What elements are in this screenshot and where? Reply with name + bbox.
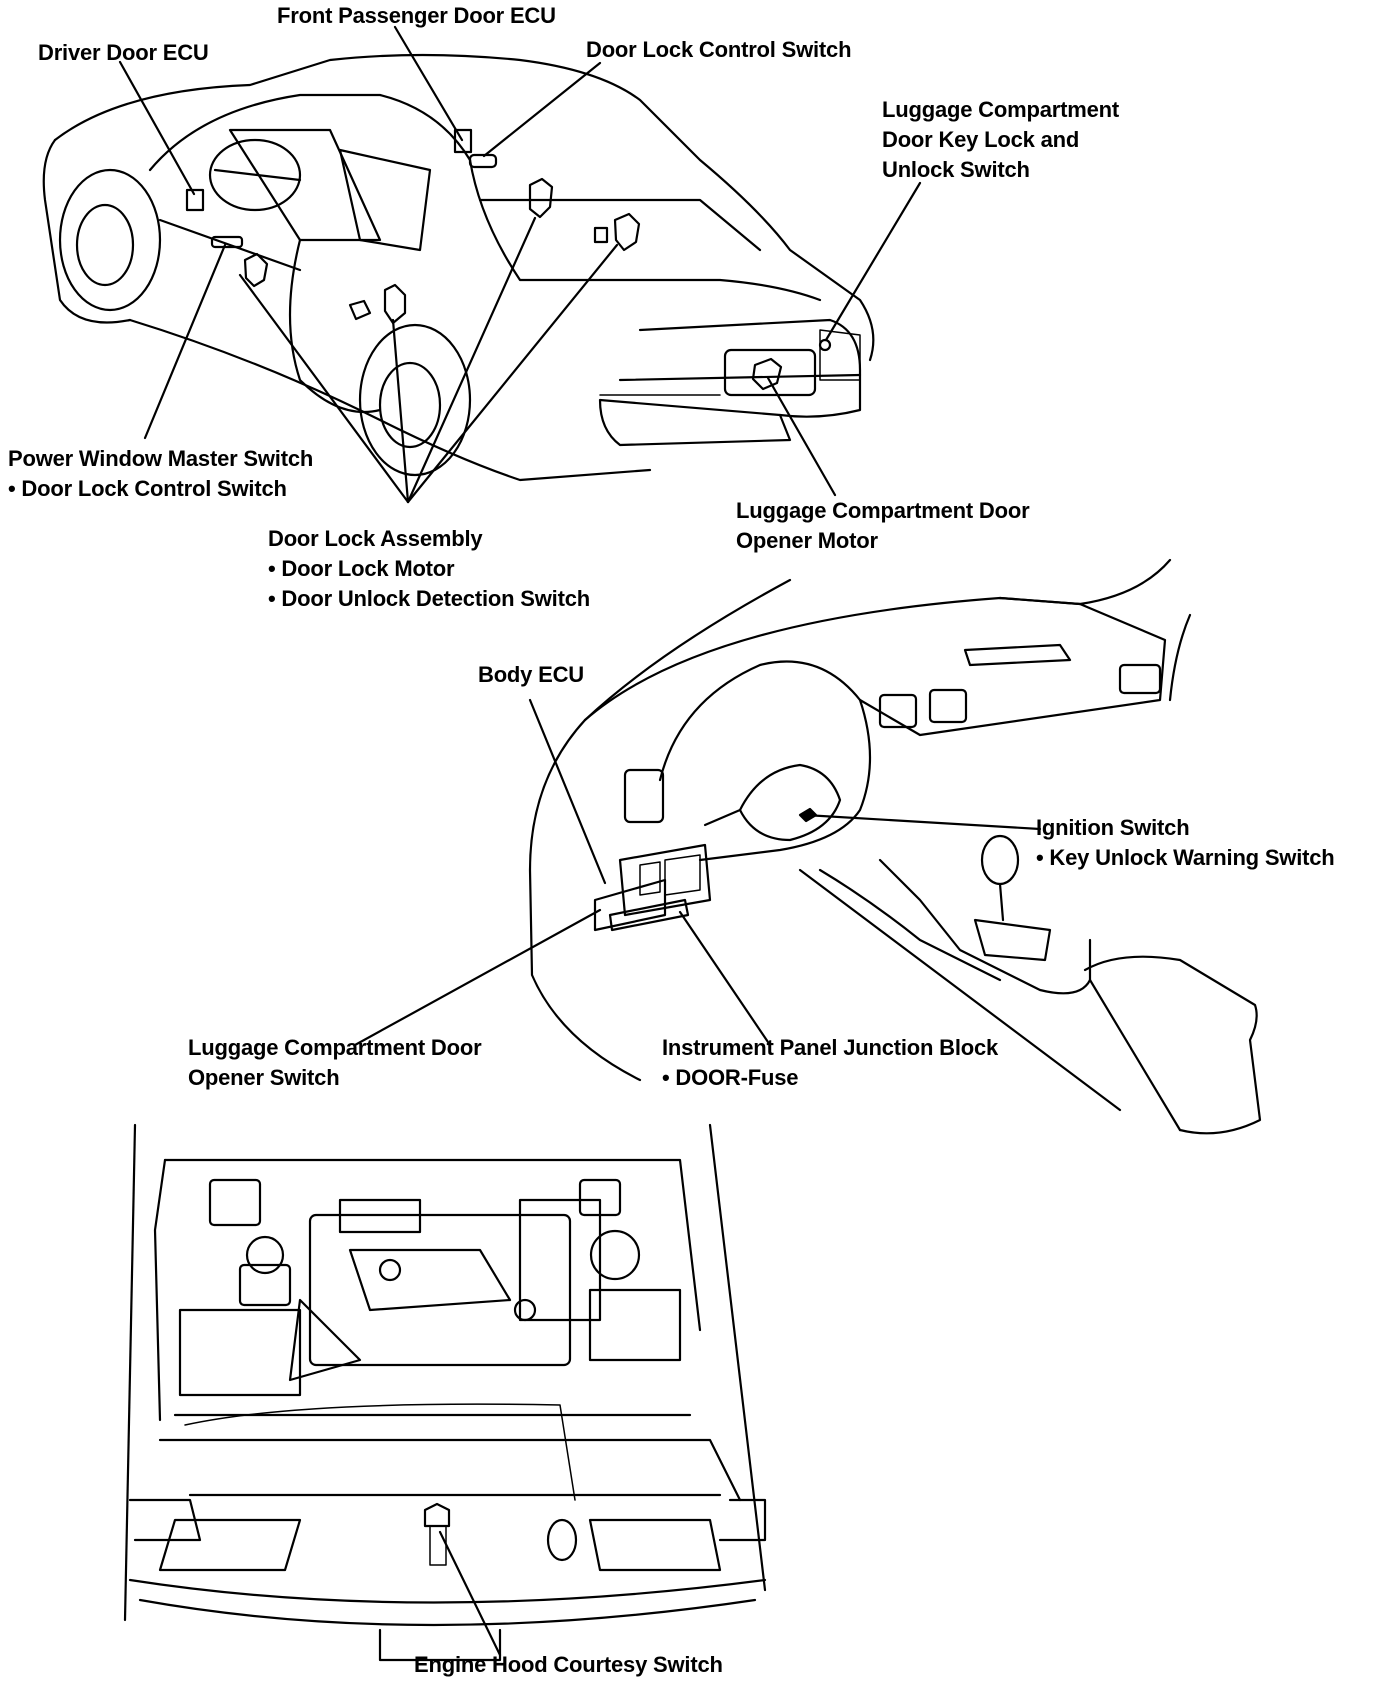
label-line: Power Window Master Switch <box>8 446 314 471</box>
label-line: Ignition Switch <box>1036 815 1190 840</box>
label-power-window-master-switch: Power Window Master Switch Door Lock Con… <box>8 444 313 504</box>
label-line: Door Key Lock and <box>882 127 1080 152</box>
label-line: Opener Switch <box>188 1065 340 1090</box>
label-luggage-opener-motor: Luggage Compartment Door Opener Motor <box>736 496 1030 556</box>
label-text: Engine Hood Courtesy Switch <box>414 1652 723 1677</box>
label-luggage-key-lock-switch: Luggage Compartment Door Key Lock and Un… <box>882 95 1119 185</box>
label-bullet-line: Key Unlock Warning Switch <box>1036 843 1334 873</box>
label-line: Luggage Compartment Door <box>736 498 1030 523</box>
label-line: Unlock Switch <box>882 157 1030 182</box>
label-front-passenger-door-ecu: Front Passenger Door ECU <box>277 1 556 31</box>
label-line: Door Lock Assembly <box>268 526 483 551</box>
label-line: Instrument Panel Junction Block <box>662 1035 999 1060</box>
label-bullet-line: Door Lock Motor <box>268 554 590 584</box>
label-line: Luggage Compartment <box>882 97 1119 122</box>
label-door-lock-control-switch: Door Lock Control Switch <box>586 35 852 65</box>
leader-lines-car <box>118 25 922 504</box>
label-line: Opener Motor <box>736 528 878 553</box>
instrument-panel-drawing <box>528 558 1262 1135</box>
label-text: Door Lock Control Switch <box>586 37 852 62</box>
label-text: Front Passenger Door ECU <box>277 3 556 28</box>
engine-bay-drawing <box>123 1123 767 1662</box>
leader-line-engine <box>438 1530 502 1657</box>
label-bullet-line: Door Lock Control Switch <box>8 474 313 504</box>
label-text: Body ECU <box>478 662 584 687</box>
label-bullet-line: DOOR-Fuse <box>662 1063 998 1093</box>
label-body-ecu: Body ECU <box>478 660 584 690</box>
label-instrument-panel-junction-block: Instrument Panel Junction Block DOOR-Fus… <box>662 1033 998 1093</box>
car-rear-view-drawing <box>42 53 875 482</box>
label-engine-hood-courtesy-switch: Engine Hood Courtesy Switch <box>414 1650 723 1680</box>
label-door-lock-assembly: Door Lock Assembly Door Lock Motor Door … <box>268 524 590 614</box>
label-line: Luggage Compartment Door <box>188 1035 482 1060</box>
label-text: Driver Door ECU <box>38 40 209 65</box>
label-bullet-line: Door Unlock Detection Switch <box>268 584 590 614</box>
label-ignition-switch: Ignition Switch Key Unlock Warning Switc… <box>1036 813 1335 873</box>
label-luggage-opener-switch: Luggage Compartment Door Opener Switch <box>188 1033 482 1093</box>
label-driver-door-ecu: Driver Door ECU <box>38 38 209 68</box>
leader-lines-panel <box>353 698 1042 1047</box>
